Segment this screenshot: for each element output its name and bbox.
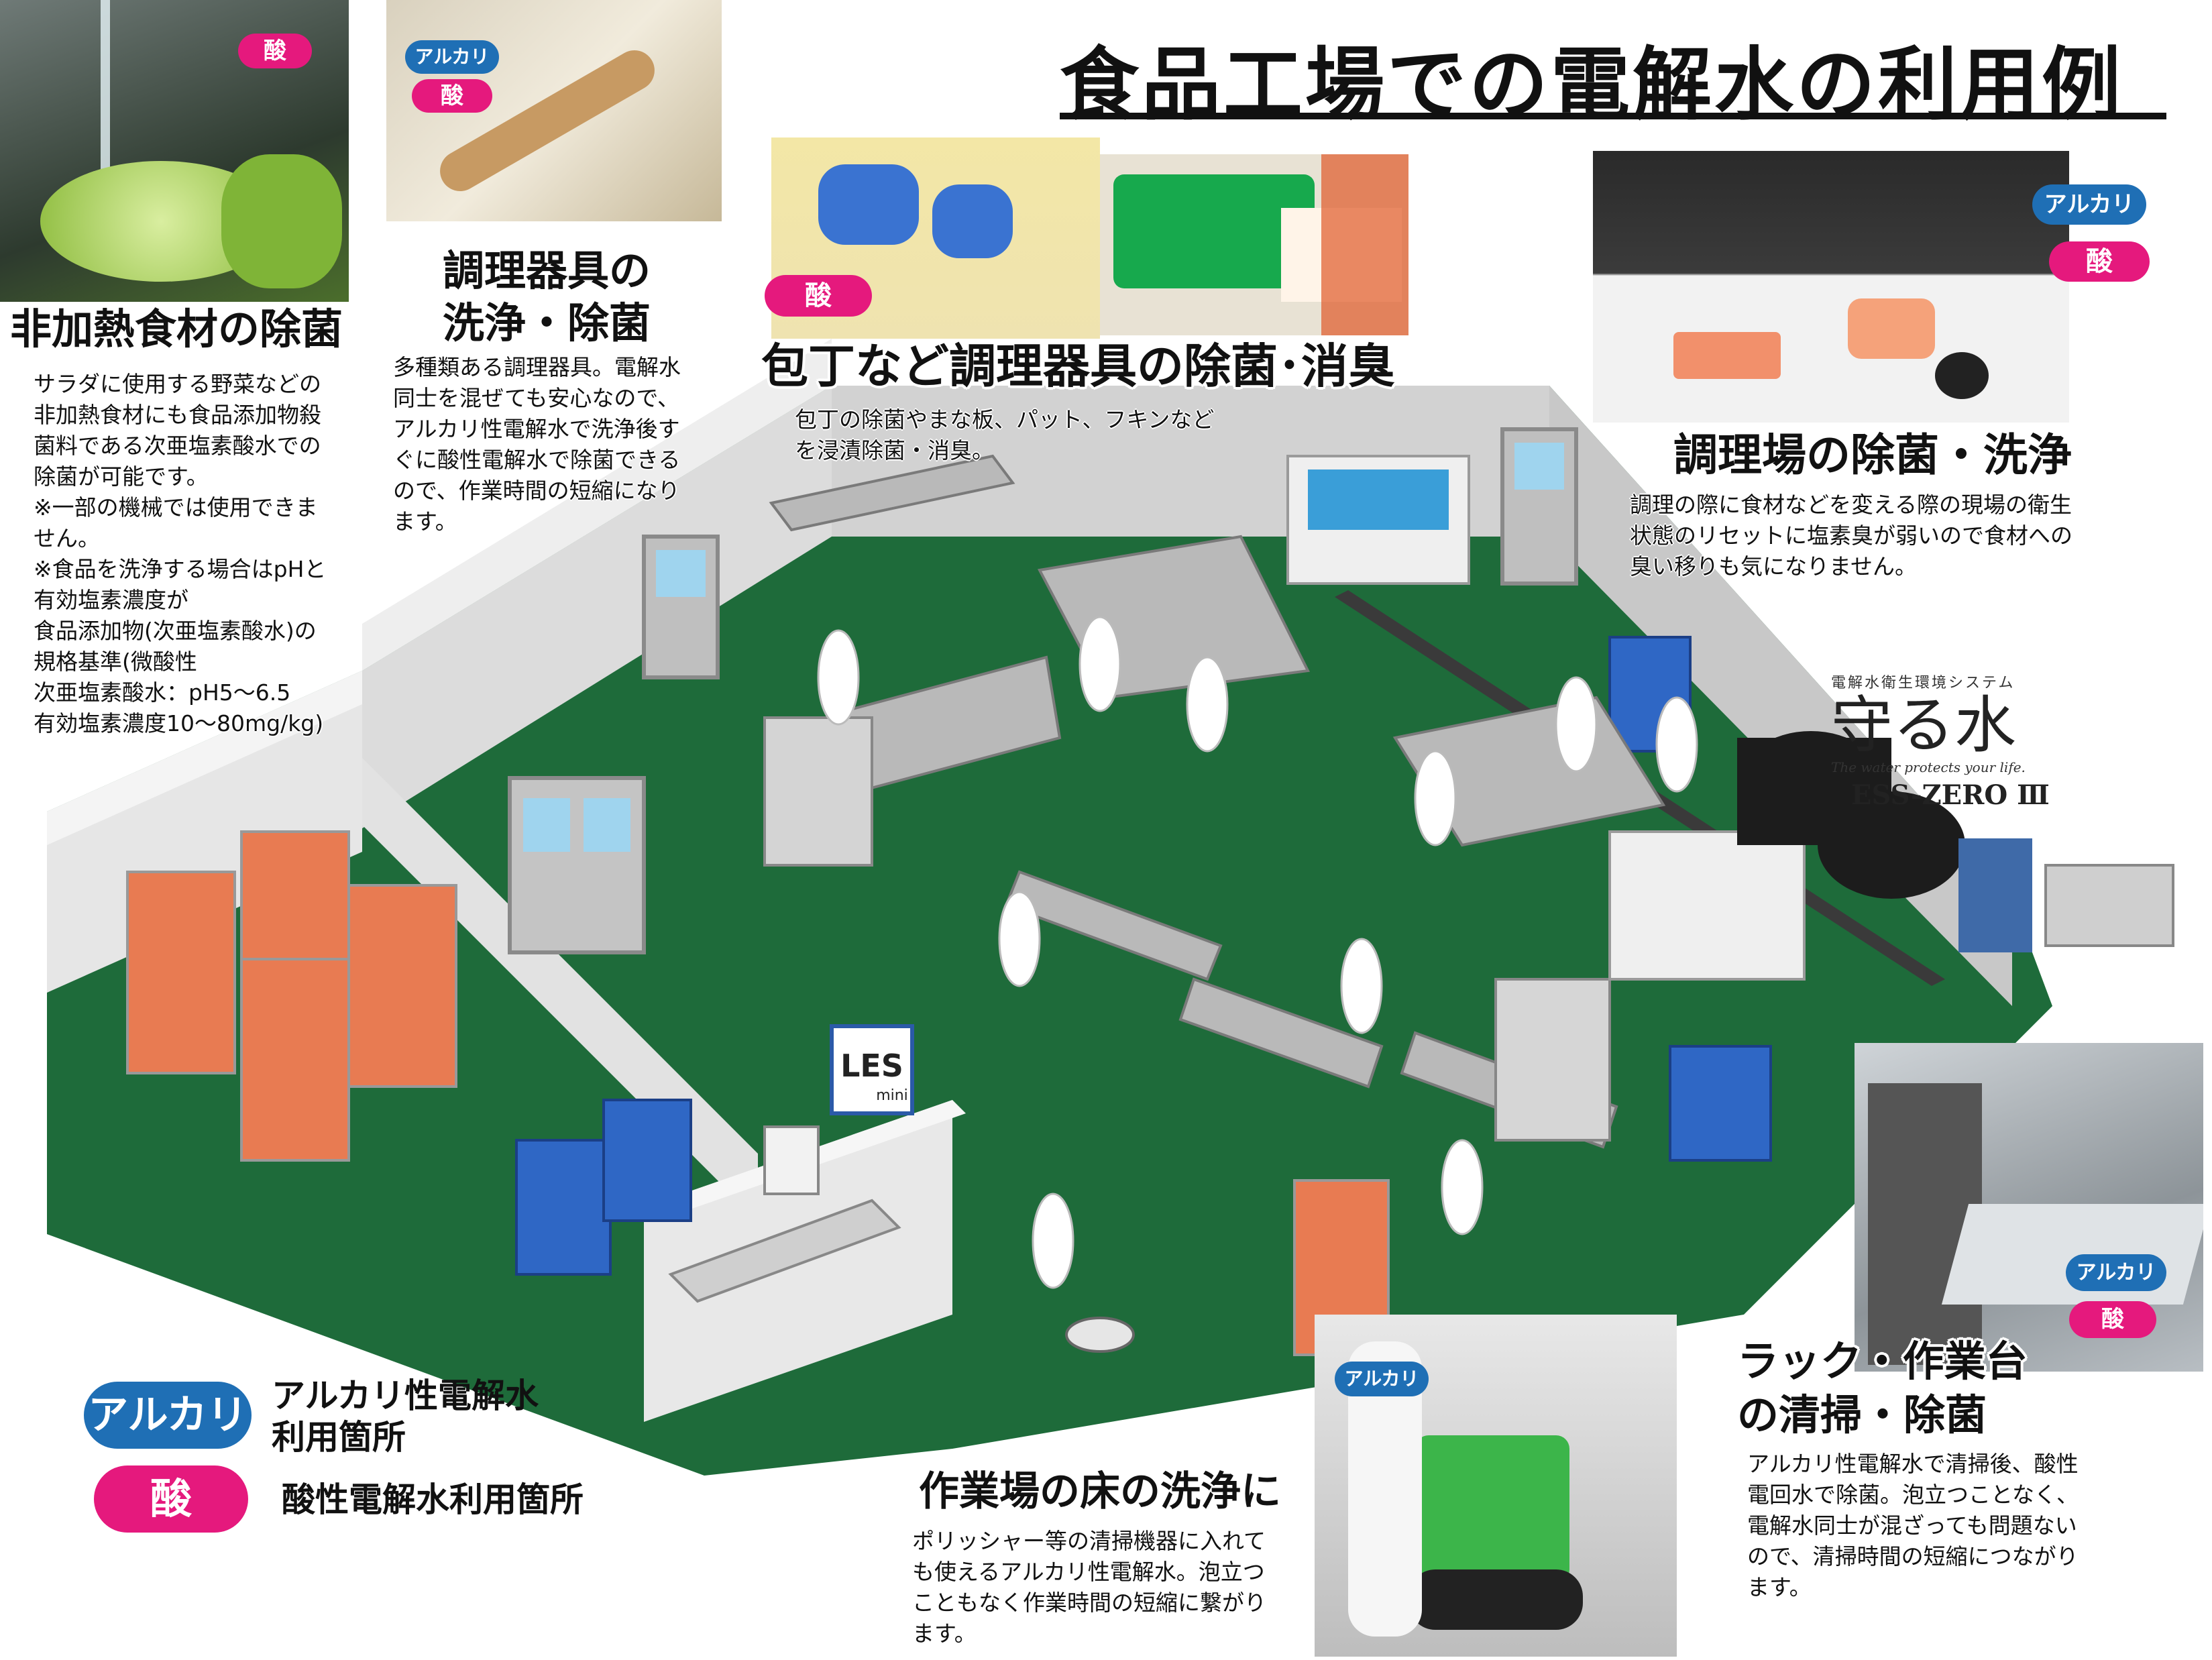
desc-floor: ポリッシャー等の清掃機器に入れて も使えるアルカリ性電解水。泡立つ こともなく作…	[912, 1528, 1266, 1647]
sink-right	[2044, 864, 2174, 947]
legend-acid-text: 酸性電解水利用箇所	[282, 1480, 584, 1519]
badge-alkali-racks: アルカリ	[2066, 1254, 2166, 1291]
ice-box	[1608, 830, 1806, 981]
badge-acid-utensils: 酸	[412, 79, 492, 113]
badge-acid-lettuce: 酸	[238, 34, 312, 68]
heading-knives: 包丁など調理器具の除菌･消臭	[761, 339, 1395, 394]
badge-acid-knives: 酸	[765, 275, 872, 317]
photo-soak-trays	[1100, 154, 1408, 335]
back-wall-left	[362, 386, 832, 828]
product-tagline: The water protects your life.	[1831, 759, 2026, 775]
legend-alkali-badge: アルカリ	[84, 1382, 252, 1449]
title-underline	[1060, 113, 2166, 119]
heading-racks: ラック・作業台 の清掃・除菌	[1737, 1337, 2028, 1439]
badge-acid-racks: 酸	[2069, 1301, 2156, 1338]
badge-acid-kitchen: 酸	[2049, 241, 2150, 282]
legend-acid-badge: 酸	[94, 1465, 248, 1533]
desc-kitchen: 調理の際に食材などを変える際の現場の衛生 状態のリセットに塩素臭が弱いので食材へ…	[1630, 492, 2072, 579]
heading-unheated: 非加熱食材の除菌	[10, 305, 343, 353]
badge-alkali-utensils: アルカリ	[405, 40, 499, 74]
heading-utensils: 調理器具の 洗浄・除菌	[443, 246, 651, 347]
heading-floor: 作業場の床の洗浄に	[919, 1468, 1281, 1515]
les-sign-main: LES	[840, 1048, 903, 1084]
les-sign-sub: mini	[876, 1087, 908, 1104]
legend-alkali-text: アルカリ性電解水 利用箇所	[272, 1376, 539, 1457]
badge-alkali-floor: アルカリ	[1335, 1362, 1429, 1396]
desc-utensils: 多種類ある調理器具。電解水 同士を混ぜても安心なので、 アルカリ性電解水で洗浄後…	[393, 354, 681, 535]
desc-unheated: サラダに使用する野菜などの 非加熱食材にも食品添加物殺 菌料である次亜塩素酸水で…	[34, 371, 327, 736]
xray-machine	[1494, 978, 1611, 1142]
sink-left	[668, 1199, 901, 1303]
floor-polisher	[1065, 1317, 1135, 1353]
badge-alkali-kitchen: アルカリ	[2032, 184, 2146, 225]
desc-knives: 包丁の除菌やまな板、パット、フキンなど を浸漬除菌・消臭。	[795, 406, 1215, 463]
fish-machine	[763, 716, 873, 867]
ess-zero-unit	[1958, 838, 2032, 952]
electrolyzer-box	[763, 1125, 820, 1195]
product-logo: 電解水衛生環境システム 守る水 The water protects your …	[1831, 671, 2059, 811]
left-room-wall	[47, 671, 362, 993]
product-model: ESS-ZERO Ⅲ	[1851, 779, 2050, 811]
workers	[817, 616, 1698, 1289]
heading-kitchen: 調理場の除菌・洗浄	[1673, 429, 2072, 481]
water-tanks	[1737, 731, 1965, 899]
photo-kitchen-sushi	[1593, 151, 2069, 423]
desc-racks: アルカリ性電解水で清掃後、酸性 電回水で除菌。泡立つことなく、 電解水同士が混ざ…	[1747, 1451, 2079, 1600]
les-sign	[830, 1024, 914, 1115]
product-name: 守る水	[1831, 689, 2017, 761]
product-caption: 電解水衛生環境システム	[1831, 675, 2015, 691]
